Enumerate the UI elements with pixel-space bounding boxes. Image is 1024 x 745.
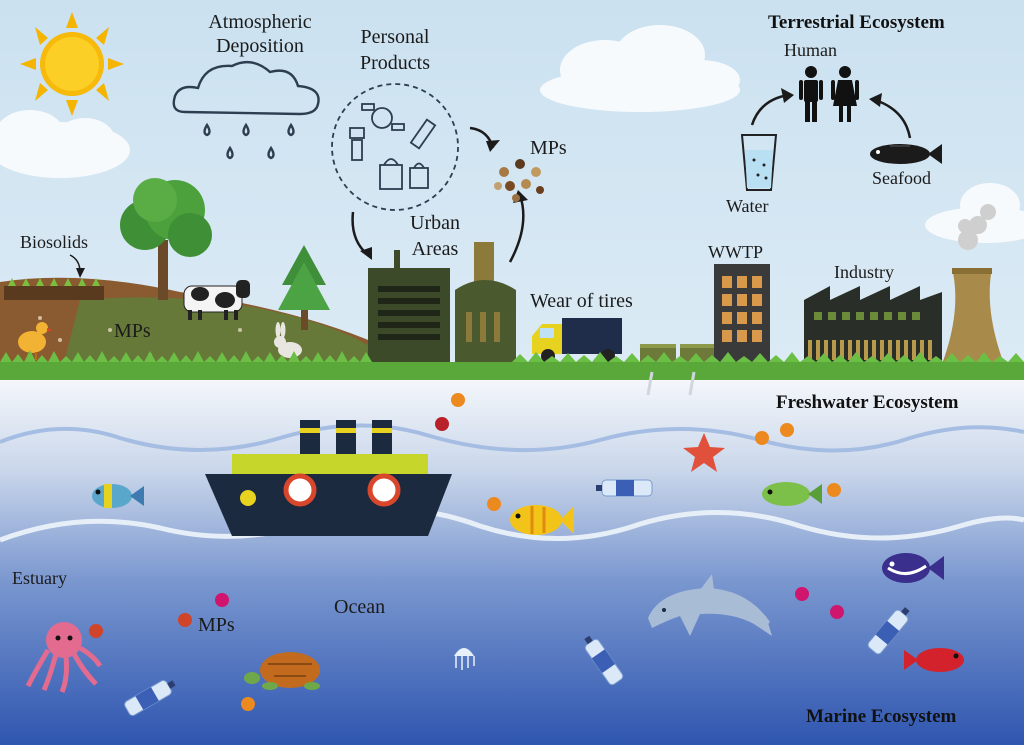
water-glass-icon [740, 134, 778, 191]
label-wear-of-tires: Wear of tires [530, 290, 633, 312]
label-wwtp: WWTP [708, 242, 763, 262]
turtle-icon [244, 652, 320, 690]
ship-icon [205, 420, 452, 536]
label-seafood: Seafood [872, 168, 931, 188]
grass-strip [0, 362, 1024, 380]
fish-icon [762, 482, 822, 506]
rabbit-icon [274, 322, 302, 358]
freshwater-wave [0, 423, 1024, 453]
plastic-bottle-icon [596, 479, 653, 497]
label-personal-products: Personal Products [360, 26, 430, 74]
fish-icon [510, 505, 574, 535]
rain-cloud-icon [172, 60, 320, 160]
label-freshwater-ecosystem: Freshwater Ecosystem [776, 392, 959, 413]
fish-icon [92, 484, 144, 508]
factory-icon [804, 286, 942, 364]
label-mps-sea: MPs [198, 614, 235, 636]
cooling-tower-icon [942, 204, 1004, 364]
label-water: Water [726, 196, 769, 216]
label-estuary: Estuary [12, 568, 67, 588]
plastic-bottle-icon [867, 607, 910, 655]
label-ocean: Ocean [334, 596, 386, 618]
label-urban-areas: Urban Areas [410, 212, 460, 260]
tree-icon [120, 178, 212, 300]
urban-buildings-icon [368, 242, 516, 363]
octopus-icon [25, 622, 103, 693]
fish-icon [870, 144, 942, 164]
label-marine-ecosystem: Marine Ecosystem [806, 706, 957, 727]
dolphin-icon [648, 574, 772, 636]
jellyfish-icon [454, 648, 475, 670]
label-human: Human [784, 40, 837, 60]
label-mps-top: MPs [530, 137, 567, 159]
label-biosolids: Biosolids [20, 232, 89, 252]
biosolids-strip [4, 278, 104, 300]
fish-icon [904, 648, 964, 672]
cow-icon [183, 280, 250, 320]
microplastic-particles-icon [494, 159, 544, 202]
tree-icon [278, 245, 330, 330]
label-terrestrial-ecosystem: Terrestrial Ecosystem [768, 12, 945, 33]
plastic-bottle-icon [124, 680, 176, 716]
wwtp-building-icon [714, 264, 770, 364]
human-icon [831, 66, 859, 122]
cloud-icon [540, 25, 740, 112]
sun-icon [20, 12, 124, 116]
cloud-icon [0, 110, 130, 178]
fish-icon [882, 553, 944, 583]
label-industry: Industry [834, 262, 894, 282]
label-mps-soil: MPs [114, 320, 151, 342]
personal-products-icon [331, 83, 459, 211]
starfish-icon [683, 433, 725, 472]
label-atmospheric-deposition: Atmospheric Deposition [208, 11, 312, 57]
marine-wave [0, 506, 1024, 543]
microplastic-dots [89, 393, 844, 711]
plastic-bottle-icon [584, 635, 624, 686]
outflow-pipes [646, 371, 696, 396]
human-icon [799, 66, 823, 122]
